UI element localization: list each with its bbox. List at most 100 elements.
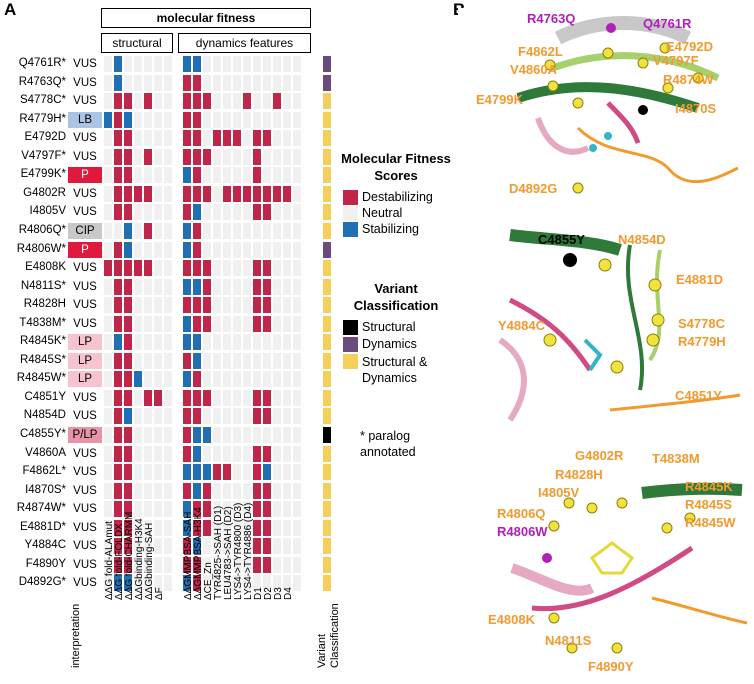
heatmap-cell xyxy=(283,482,291,499)
heatmap-cell xyxy=(283,148,291,165)
heatmap-cell xyxy=(213,556,221,573)
mut-R4763Q: R4763Q xyxy=(527,11,576,26)
mut-E4799K: E4799K xyxy=(476,92,523,107)
column-label: LEU4783->SAH (D2) xyxy=(223,506,234,600)
interpretation-axis-label: interpretation xyxy=(70,603,82,668)
interpretation-badge: LB xyxy=(68,111,102,128)
heatmap-cell xyxy=(213,278,221,295)
legend-class-title: Variant Classification xyxy=(353,281,439,313)
heatmap-cell xyxy=(144,501,152,518)
heatmap-cell xyxy=(203,222,211,239)
heatmap-cell xyxy=(114,575,122,592)
heatmap-cell xyxy=(144,389,152,406)
variant-label: R4828H xyxy=(23,298,66,311)
heatmap-cell xyxy=(193,297,201,314)
structure-view-top xyxy=(458,8,752,208)
heatmap-cell xyxy=(134,445,142,462)
heatmap-cell xyxy=(164,445,172,462)
heatmap-cell xyxy=(124,130,132,147)
protein-cartoon-middle xyxy=(498,229,741,422)
heatmap-cell xyxy=(114,482,122,499)
heatmap-cell xyxy=(144,111,152,128)
heatmap-cell xyxy=(263,371,271,388)
heatmap-cell xyxy=(183,464,191,481)
heatmap-cell xyxy=(144,204,152,221)
heatmap-cell xyxy=(193,93,201,110)
heatmap-cell xyxy=(193,315,201,332)
heatmap-cell xyxy=(283,204,291,221)
heatmap-cell xyxy=(273,241,281,258)
variant-class-cell xyxy=(323,56,331,72)
column-label: D1 xyxy=(253,587,264,600)
heatmap-cell xyxy=(154,111,162,128)
variant-label: T4838M* xyxy=(19,316,66,329)
mut-V4797F: V4797F xyxy=(653,53,699,68)
heatmap-cell xyxy=(154,167,162,184)
heatmap-cell xyxy=(213,222,221,239)
heatmap-cell xyxy=(134,501,142,518)
heatmap-cell xyxy=(233,315,241,332)
column-label: ΔΔG fold-FOLDX xyxy=(114,523,125,600)
heatmap-cell xyxy=(193,74,201,91)
heatmap-cell xyxy=(124,278,132,295)
heatmap-cell xyxy=(243,278,251,295)
heatmap-cell xyxy=(223,315,231,332)
column-label: D2 xyxy=(263,587,274,600)
variant-class-cell xyxy=(323,278,331,295)
variant-label: R4763Q* xyxy=(18,75,66,88)
heatmap-cell xyxy=(124,241,132,258)
heatmap-cell xyxy=(213,464,221,481)
variant-label: V4860A xyxy=(25,446,66,459)
variant-class-cell xyxy=(323,501,331,518)
heatmap-cell xyxy=(293,315,301,332)
heatmap-cell xyxy=(144,464,152,481)
protein-cartoon-top xyxy=(516,16,739,194)
heatmap-cell xyxy=(233,278,241,295)
heatmap-cell xyxy=(253,74,261,91)
heatmap-cell xyxy=(293,148,301,165)
interpretation-badge: VUS xyxy=(68,185,102,202)
heatmap-cell xyxy=(243,241,251,258)
heatmap-cell xyxy=(203,464,211,481)
heatmap-cell xyxy=(283,111,291,128)
mut-D4892G: D4892G xyxy=(509,181,558,196)
heatmap-cell xyxy=(144,408,152,425)
heatmap-cell xyxy=(104,204,112,221)
heatmap-cell xyxy=(223,130,231,147)
heatmap-cell xyxy=(263,278,271,295)
variant-class-cell xyxy=(323,222,331,239)
heatmap-cell xyxy=(124,222,132,239)
heatmap-cell xyxy=(183,56,191,72)
interpretation-badge: LP xyxy=(68,334,102,351)
classification-axis-label: Variant Classification xyxy=(316,603,341,668)
heatmap-cell xyxy=(154,501,162,518)
heatmap-cell xyxy=(273,445,281,462)
heatmap-cell xyxy=(164,222,172,239)
variant-label: R4845W* xyxy=(16,372,66,385)
interpretation-badge: P xyxy=(68,167,102,184)
legend-fitness-title: Molecular Fitness Scores xyxy=(341,151,451,183)
legend-destabilizing-swatch xyxy=(343,190,358,205)
heatmap-cell xyxy=(233,148,241,165)
heatmap-cell xyxy=(134,74,142,91)
heatmap-cell xyxy=(203,556,211,573)
heatmap-cell xyxy=(183,241,191,258)
heatmap-cell xyxy=(273,556,281,573)
heatmap-cell xyxy=(233,556,241,573)
heatmap-cell xyxy=(193,111,201,128)
heatmap-cell xyxy=(293,297,301,314)
heatmap-cell xyxy=(164,556,172,573)
heatmap-cell xyxy=(283,74,291,91)
heatmap-cell xyxy=(193,445,201,462)
header-structural: structural xyxy=(101,33,173,53)
heatmap-cell xyxy=(293,538,301,555)
heatmap-cell xyxy=(243,464,251,481)
heatmap-cell xyxy=(114,445,122,462)
heatmap-cell xyxy=(223,204,231,221)
heatmap-cell xyxy=(193,204,201,221)
heatmap-cell xyxy=(144,74,152,91)
heatmap-cell xyxy=(114,334,122,351)
heatmap-cell xyxy=(134,297,142,314)
variant-label: N4811S* xyxy=(20,279,66,292)
variant-class-cell xyxy=(323,389,331,406)
